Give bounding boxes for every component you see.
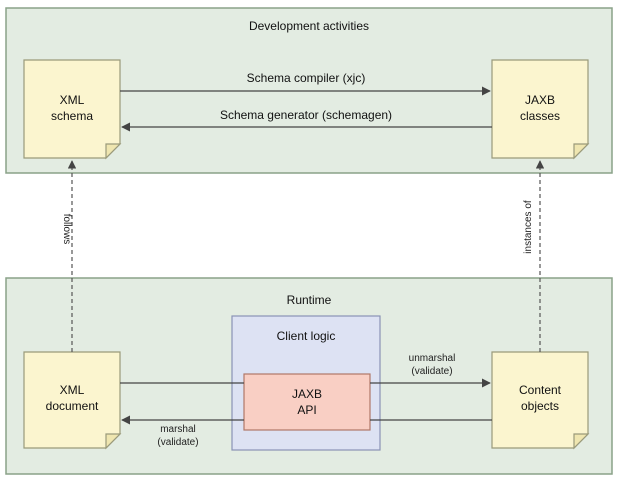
jaxb-api-label-line2: API: [297, 403, 316, 417]
xml-schema-label-line2: schema: [51, 109, 93, 123]
unmarshal-label-line2: (validate): [411, 366, 452, 377]
content-objects-label-line2: objects: [521, 399, 559, 413]
runtime-title: Runtime: [287, 293, 332, 307]
unmarshal-label-line1: unmarshal: [409, 353, 456, 364]
schema-generator-label: Schema generator (schemagen): [220, 108, 392, 122]
schema-compiler-label: Schema compiler (xjc): [247, 71, 366, 85]
follows-label: follows: [61, 214, 72, 245]
marshal-edge: marshal (validate): [121, 415, 492, 448]
content-objects-node: Content objects: [491, 351, 590, 450]
schema-generator-edge: Schema generator (schemagen): [121, 108, 492, 132]
jaxb-classes-label-line2: classes: [520, 109, 560, 123]
jaxb-api-label-line1: JAXB: [292, 387, 322, 401]
instances-of-edge: instances of: [523, 160, 545, 352]
follows-edge: follows: [61, 160, 77, 352]
instances-of-label: instances of: [523, 200, 534, 254]
xml-schema-node: XML schema: [23, 59, 122, 160]
unmarshal-edge: unmarshal (validate): [120, 353, 491, 388]
marshal-label-line2: (validate): [157, 437, 198, 448]
jaxb-classes-label-line1: JAXB: [525, 93, 555, 107]
jaxb-api-node: JAXB API: [243, 373, 371, 431]
client-logic-label: Client logic: [277, 329, 336, 343]
schema-compiler-edge: Schema compiler (xjc): [120, 71, 491, 96]
xml-document-label-line1: XML: [60, 383, 85, 397]
xml-document-node: XML document: [23, 351, 122, 450]
jaxb-classes-node: JAXB classes: [491, 59, 590, 160]
development-activities-title: Development activities: [249, 19, 369, 33]
content-objects-label-line1: Content: [519, 383, 562, 397]
marshal-label-line1: marshal: [160, 424, 196, 435]
xml-document-label-line2: document: [46, 399, 99, 413]
xml-schema-label-line1: XML: [60, 93, 85, 107]
